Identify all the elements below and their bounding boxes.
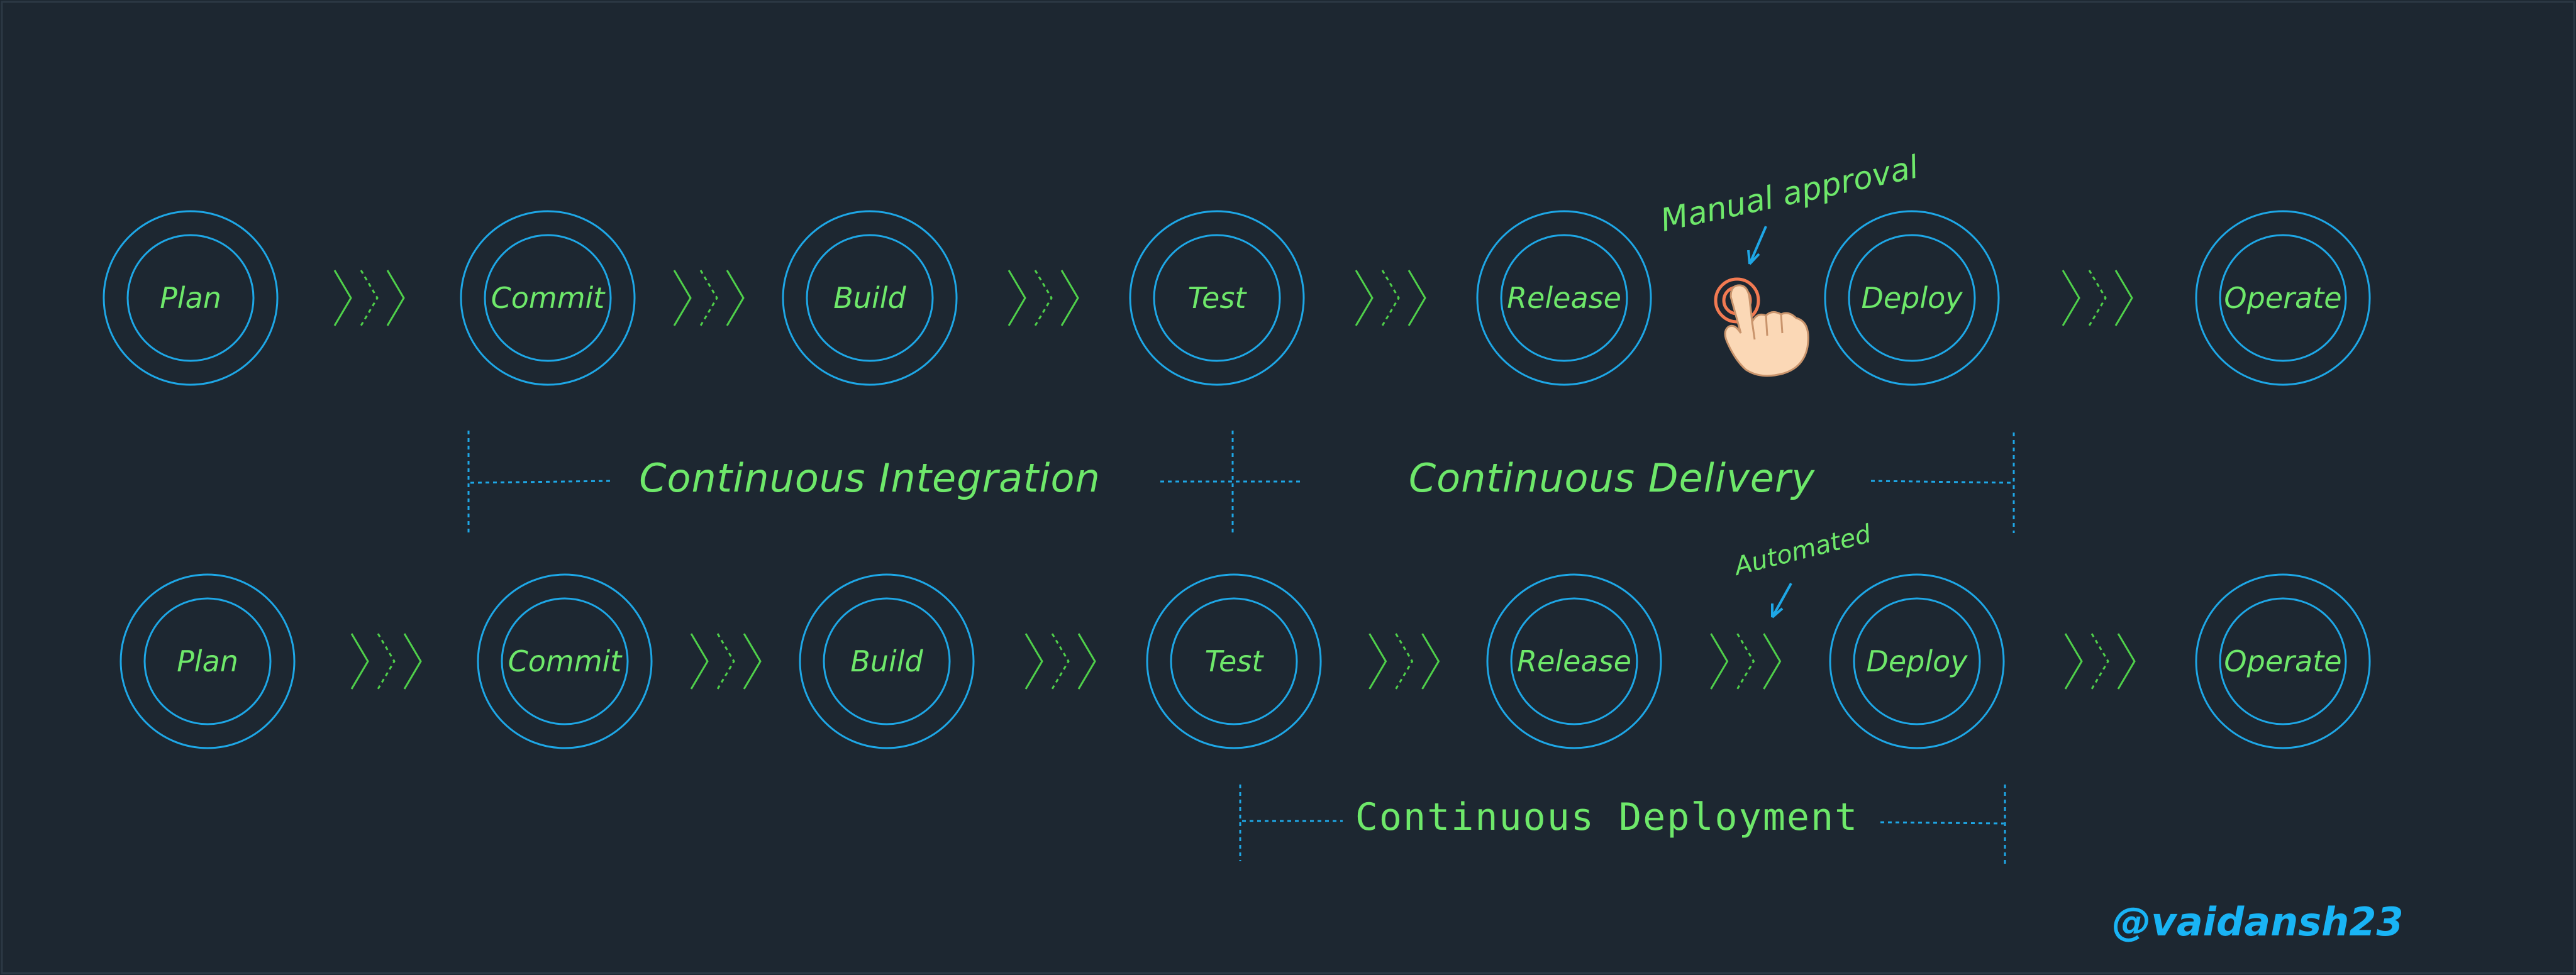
stage-node-operate: Operate [2195,573,2371,749]
stage-node-plan: Plan [103,210,279,386]
arrow-connector [690,633,762,690]
stage-node-deploy: Deploy [1824,210,2000,386]
stage-label: Plan [177,644,238,678]
stage-label: Deploy [1866,644,1968,678]
stage-node-release: Release [1486,573,1662,749]
stage-label: Test [1205,644,1265,678]
automated-note: Automated [1729,519,1874,581]
stage-node-release: Release [1476,210,1652,386]
arrow-connector [1024,633,1096,690]
stage-node-plan: Plan [119,573,296,749]
arrow-connector [2062,270,2133,326]
arrow-connector [333,270,405,326]
arrow-connector [673,270,745,326]
stage-label: Operate [2224,281,2341,315]
hand-pointer-icon [1714,277,1809,377]
deployment-pipeline-row: Plan Commit Build Test Release Deploy Operate [119,573,2371,749]
cdeploy-span [1239,785,2006,866]
stage-label: Commit [508,644,623,678]
stage-label: Commit [491,281,606,315]
stage-node-commit: Commit [477,573,653,749]
arrow-connector [1008,270,1079,326]
arrow-connector [2064,633,2136,690]
stage-node-test: Test [1129,210,1305,386]
arrow-connector [1355,270,1426,326]
stage-node-operate: Operate [2195,210,2371,386]
continuous-integration-label: Continuous Integration [639,455,1101,501]
stage-node-build: Build [799,573,975,749]
stage-node-build: Build [782,210,958,386]
stage-node-test: Test [1146,573,1322,749]
ci-span [467,431,1303,536]
manual-approval-pointer-arrow [1748,226,1767,265]
stage-label: Release [1517,644,1631,678]
stage-label: Deploy [1861,281,1963,315]
stage-node-commit: Commit [460,210,636,386]
automated-arrow-connector [1710,633,1782,690]
cd-span [1870,432,2015,533]
automated-pointer-arrow [1771,583,1792,618]
author-handle: @vaidansh23 [2112,899,2403,945]
continuous-deployment-label: Continuous Deployment [1355,795,1859,839]
stage-label: Release [1507,281,1621,315]
stage-label: Test [1188,281,1248,315]
manual-approval-note: Manual approval [1657,148,1921,238]
stage-node-deploy: Deploy [1829,573,2005,749]
arrow-connector [350,633,422,690]
stage-label: Plan [160,281,221,315]
stage-label: Build [833,281,906,315]
stage-label: Build [850,644,923,678]
stage-label: Operate [2224,644,2341,678]
delivery-pipeline-row: Plan Commit Build Test Release Deploy Operate [103,210,2371,386]
continuous-delivery-label: Continuous Delivery [1409,455,1816,501]
arrow-connector [1368,633,1440,690]
